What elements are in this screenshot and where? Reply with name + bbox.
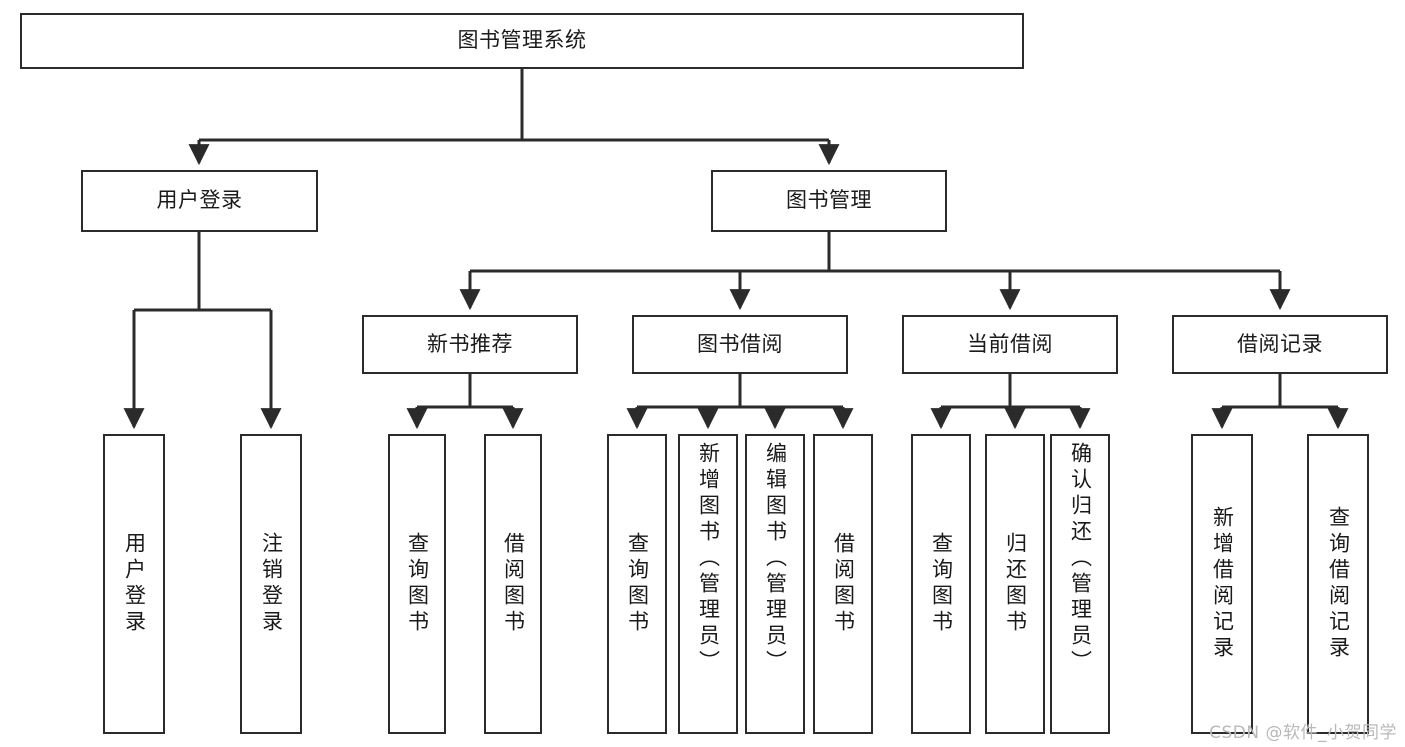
node-new-book-recommend-label: 新书推荐 <box>427 331 513 356</box>
leaf-confirm-return-admin[interactable]: 确认归还（管理员） <box>1050 434 1110 734</box>
leaf-logout-label: 注销登录 <box>259 532 284 636</box>
leaf-user-login[interactable]: 用户登录 <box>103 434 165 734</box>
node-root-label: 图书管理系统 <box>457 28 587 53</box>
node-new-book-recommend[interactable]: 新书推荐 <box>362 315 578 374</box>
leaf-query-book-current[interactable]: 查询图书 <box>911 434 971 734</box>
node-current-borrow-label: 当前借阅 <box>967 331 1053 356</box>
leaf-borrow-book[interactable]: 借阅图书 <box>813 434 873 734</box>
leaf-query-book-borrow[interactable]: 查询图书 <box>607 434 667 734</box>
leaf-add-book-admin[interactable]: 新增图书（管理员） <box>678 434 738 734</box>
node-current-borrow[interactable]: 当前借阅 <box>902 315 1118 374</box>
leaf-return-book[interactable]: 归还图书 <box>985 434 1045 734</box>
leaf-query-book-current-label: 查询图书 <box>929 532 954 636</box>
node-user-login-label: 用户登录 <box>156 188 243 213</box>
node-root[interactable]: 图书管理系统 <box>20 13 1024 69</box>
leaf-add-book-admin-label: 新增图书（管理员） <box>696 442 721 676</box>
leaf-query-borrow-record-label: 查询借阅记录 <box>1326 506 1351 662</box>
node-book-borrow-label: 图书借阅 <box>697 331 783 356</box>
leaf-query-book-newbook[interactable]: 查询图书 <box>388 434 446 734</box>
leaf-borrow-book-newbook[interactable]: 借阅图书 <box>484 434 542 734</box>
leaf-user-login-label: 用户登录 <box>122 532 147 636</box>
leaf-borrow-book-newbook-label: 借阅图书 <box>501 532 526 636</box>
leaf-return-book-label: 归还图书 <box>1003 532 1028 636</box>
node-borrow-records[interactable]: 借阅记录 <box>1172 315 1388 374</box>
leaf-logout[interactable]: 注销登录 <box>240 434 302 734</box>
node-book-borrow[interactable]: 图书借阅 <box>632 315 848 374</box>
node-book-management[interactable]: 图书管理 <box>711 170 947 232</box>
leaf-query-book-newbook-label: 查询图书 <box>405 532 430 636</box>
leaf-add-borrow-record[interactable]: 新增借阅记录 <box>1191 434 1253 734</box>
leaf-query-borrow-record[interactable]: 查询借阅记录 <box>1307 434 1369 734</box>
leaf-add-borrow-record-label: 新增借阅记录 <box>1210 506 1235 662</box>
node-user-login[interactable]: 用户登录 <box>81 170 318 232</box>
leaf-edit-book-admin[interactable]: 编辑图书（管理员） <box>745 434 805 734</box>
leaf-edit-book-admin-label: 编辑图书（管理员） <box>763 442 788 676</box>
leaf-confirm-return-admin-label: 确认归还（管理员） <box>1068 442 1093 676</box>
leaf-query-book-borrow-label: 查询图书 <box>625 532 650 636</box>
node-borrow-records-label: 借阅记录 <box>1237 331 1323 356</box>
watermark-text: CSDN @软件_小贺同学 <box>1209 723 1397 743</box>
node-book-management-label: 图书管理 <box>786 188 872 213</box>
leaf-borrow-book-label: 借阅图书 <box>831 532 856 636</box>
